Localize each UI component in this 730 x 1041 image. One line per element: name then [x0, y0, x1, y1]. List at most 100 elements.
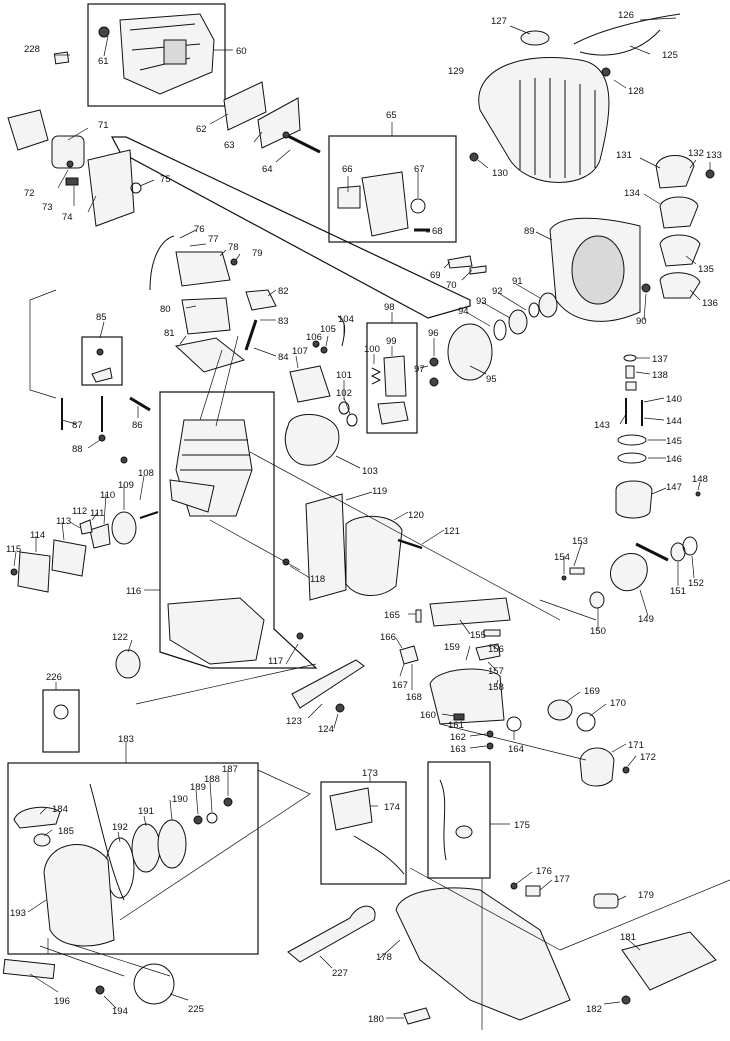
- part-130-screw: [469, 152, 479, 162]
- part-79-screw: [230, 258, 238, 266]
- label-227: 227: [332, 968, 348, 979]
- frame-116: [159, 391, 318, 669]
- part-138-spring: [625, 365, 635, 379]
- label-121: 121: [444, 526, 460, 537]
- label-78: 78: [228, 242, 239, 253]
- part-85-rocker: [91, 367, 113, 383]
- label-90: 90: [636, 316, 647, 327]
- label-126: 126: [618, 10, 634, 21]
- part-156-pad: [483, 629, 501, 637]
- part-190-reel: [157, 819, 187, 869]
- part-88-nut: [98, 434, 106, 442]
- part-86-pin: [129, 396, 151, 412]
- label-80: 80: [160, 304, 171, 315]
- part-149-crankshaft: [609, 553, 648, 592]
- label-65: 65: [386, 110, 397, 121]
- part-114-carb: [17, 551, 51, 593]
- part-175-fuel-hose: [439, 779, 447, 861]
- part-80-cover: [181, 297, 231, 335]
- part-102-washer: [346, 413, 358, 427]
- label-64: 64: [262, 164, 273, 175]
- label-104: 104: [338, 314, 354, 325]
- label-169: 169: [584, 686, 600, 697]
- part-194-screw: [95, 985, 105, 995]
- part-116-crankcase: [167, 597, 265, 665]
- part-174-strap: [353, 835, 405, 875]
- part-91-bearing: [538, 292, 558, 318]
- part-174-cap: [329, 787, 373, 831]
- part-101-washer: [338, 401, 350, 415]
- label-72: 72: [24, 188, 35, 199]
- part-115-screw: [10, 568, 18, 576]
- label-77: 77: [208, 234, 219, 245]
- label-136: 136: [702, 298, 718, 309]
- label-172: 172: [640, 752, 656, 763]
- label-88: 88: [72, 444, 83, 455]
- label-111: 111: [90, 508, 104, 519]
- label-148: 148: [692, 474, 708, 485]
- frame-183: [7, 762, 259, 955]
- label-135: 135: [698, 264, 714, 275]
- part-132-clamp: [655, 155, 695, 189]
- label-100: 100: [364, 344, 380, 355]
- part-225-seal: [133, 963, 175, 1005]
- label-84: 84: [278, 352, 289, 363]
- part-129-engine-cover: [478, 56, 610, 183]
- label-108: 108: [138, 468, 154, 479]
- part-75-oring: [130, 182, 142, 194]
- label-185: 185: [58, 826, 74, 837]
- label-113: 113: [56, 516, 71, 527]
- part-228-label: [53, 51, 70, 65]
- label-155: 155: [470, 630, 486, 641]
- label-86: 86: [132, 420, 143, 431]
- part-146-ring: [617, 452, 647, 464]
- part-133-screw: [705, 169, 715, 179]
- part-62-pad: [223, 81, 267, 131]
- label-157: 157: [488, 666, 504, 677]
- part-153-pin: [569, 567, 585, 575]
- label-85: 85: [96, 312, 107, 323]
- label-165: 165: [384, 610, 400, 621]
- part-120-muffler: [345, 515, 403, 596]
- part-97-screw: [429, 377, 439, 387]
- label-184: 184: [52, 804, 68, 815]
- label-153: 153: [572, 536, 588, 547]
- label-130: 130: [492, 168, 508, 179]
- part-162-nut: [486, 730, 494, 738]
- label-67: 67: [414, 164, 425, 175]
- label-131: 131: [616, 150, 632, 161]
- part-113-gasket: [51, 539, 87, 577]
- label-175: 175: [514, 820, 530, 831]
- part-192-rope: [89, 783, 125, 901]
- label-159: 159: [444, 642, 460, 653]
- part-74-plate: [87, 149, 135, 227]
- part-110-bracket: [89, 523, 111, 549]
- part-226-hole: [53, 704, 69, 720]
- label-150: 150: [590, 626, 606, 637]
- part-181-bracket: [621, 931, 717, 991]
- label-116: 116: [126, 586, 141, 597]
- label-122: 122: [112, 632, 128, 643]
- label-73: 73: [42, 202, 53, 213]
- label-156: 156: [488, 644, 504, 655]
- label-95: 95: [486, 374, 497, 385]
- label-62: 62: [196, 124, 207, 135]
- label-129: 129: [448, 66, 464, 77]
- part-138b-ring: [625, 381, 637, 391]
- part-187-screw: [223, 797, 233, 807]
- label-118: 118: [310, 574, 325, 585]
- label-226: 226: [46, 672, 62, 683]
- label-147: 147: [666, 482, 682, 493]
- part-72-screw: [66, 160, 74, 168]
- label-94: 94: [458, 306, 469, 317]
- label-105: 105: [320, 324, 336, 335]
- label-158: 158: [488, 682, 504, 693]
- part-128-screw: [601, 67, 611, 77]
- part-227-tool: [287, 905, 376, 963]
- part-82-cap: [245, 289, 277, 311]
- label-89: 89: [524, 226, 535, 237]
- label-120: 120: [408, 510, 424, 521]
- label-179: 179: [638, 890, 654, 901]
- part-180-pad: [403, 1007, 431, 1025]
